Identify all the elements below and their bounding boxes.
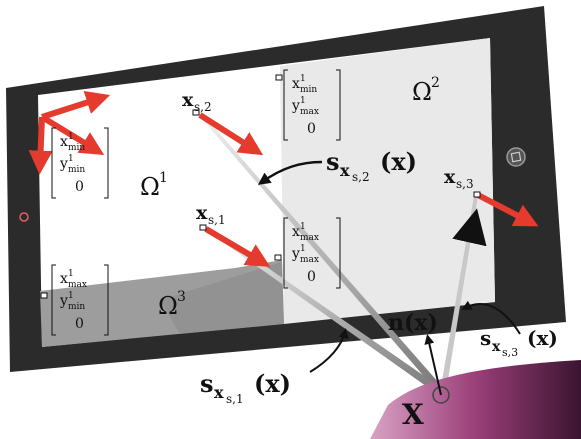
surface-point-label: X — [402, 398, 424, 431]
svg-text:max: max — [300, 107, 319, 117]
vector-min-max: x 1 min y 1 max 0 — [283, 69, 341, 141]
surface-point-marker — [432, 386, 450, 404]
svg-text:max: max — [300, 233, 319, 243]
svg-text:x: x — [182, 89, 194, 111]
svg-text:min: min — [68, 143, 85, 153]
svg-text:1: 1 — [300, 244, 306, 254]
svg-text:s,2: s,2 — [352, 170, 370, 184]
svg-text:3: 3 — [177, 289, 186, 305]
svg-text:n: n — [388, 310, 404, 336]
ray-s1 — [203, 225, 446, 396]
svg-text:x: x — [444, 166, 456, 188]
ray-label-s3: s x s,3 (x) — [480, 326, 558, 359]
svg-text:1: 1 — [68, 291, 74, 301]
svg-text:1: 1 — [68, 269, 74, 279]
svg-text:(x): (x) — [404, 310, 438, 336]
svg-text:x: x — [292, 76, 300, 92]
svg-text:x: x — [196, 202, 208, 224]
vector-max-min: x 1 max y 1 min 0 — [51, 264, 109, 336]
pointer-s2 — [257, 160, 323, 185]
svg-text:s,3: s,3 — [456, 177, 474, 191]
region-omega3-label: Ω 3 — [158, 289, 186, 320]
svg-text:0: 0 — [307, 121, 316, 137]
ray-label-s1: s x s,1 (x) — [200, 369, 291, 406]
svg-text:(x): (x) — [380, 147, 417, 176]
svg-text:0: 0 — [307, 269, 316, 285]
svg-text:min: min — [68, 302, 85, 312]
svg-text:1: 1 — [300, 74, 306, 84]
svg-text:y: y — [291, 246, 300, 262]
arrow-xs2 — [198, 112, 264, 156]
home-button-icon — [506, 147, 526, 167]
svg-text:s: s — [480, 326, 491, 350]
svg-text:(x): (x) — [254, 369, 291, 398]
normal-label: n (x) — [388, 310, 438, 336]
vector-max-max: x 1 max y 1 max 0 — [283, 217, 341, 289]
point-label-xs2: x s,2 — [182, 89, 212, 114]
point-markers — [40, 74, 481, 299]
svg-text:1: 1 — [68, 132, 74, 142]
normal-arrow — [424, 334, 442, 396]
region-omega2 — [280, 38, 495, 324]
svg-text:x: x — [492, 339, 501, 355]
svg-text:(x): (x) — [527, 326, 558, 350]
svg-text:y: y — [59, 156, 68, 172]
svg-text:Ω: Ω — [412, 78, 432, 106]
svg-text:max: max — [68, 280, 87, 290]
svg-text:min: min — [68, 165, 85, 175]
svg-text:x: x — [214, 383, 224, 402]
svg-text:1: 1 — [300, 222, 306, 232]
svg-text:s,1: s,1 — [226, 392, 244, 406]
svg-text:s,2: s,2 — [194, 100, 212, 114]
svg-text:0: 0 — [75, 179, 84, 195]
svg-text:x: x — [60, 134, 68, 150]
svg-text:s,1: s,1 — [208, 213, 226, 227]
camera-dot-icon — [19, 212, 29, 222]
pointer-s3 — [461, 300, 521, 335]
point-label-xs3: x s,3 — [444, 166, 474, 191]
svg-text:x: x — [292, 224, 300, 240]
svg-text:1: 1 — [300, 96, 306, 106]
svg-text:x: x — [340, 161, 350, 180]
origin-axes — [28, 90, 111, 175]
pointer-s1 — [309, 328, 349, 373]
svg-text:y: y — [59, 293, 68, 309]
point-label-xs1: x s,1 — [196, 202, 226, 227]
region-omega2-label: Ω 2 — [412, 75, 440, 106]
svg-text:0: 0 — [75, 316, 84, 332]
svg-text:x: x — [60, 271, 68, 287]
svg-text:Ω: Ω — [140, 173, 160, 201]
arrow-xs1 — [204, 226, 271, 267]
svg-text:y: y — [291, 98, 300, 114]
svg-text:max: max — [300, 255, 319, 265]
svg-text:s,3: s,3 — [502, 346, 518, 359]
ray-label-s2: s x s,2 (x) — [326, 147, 417, 184]
svg-text:1: 1 — [159, 170, 168, 186]
svg-text:1: 1 — [68, 154, 74, 164]
ray-s3-head — [452, 208, 487, 247]
vector-min-min: x 1 min y 1 min 0 — [51, 127, 109, 199]
region-omega3-shade — [160, 262, 284, 334]
surface-object — [370, 360, 581, 439]
svg-text:s: s — [200, 369, 214, 398]
region-omega1-label: Ω 1 — [140, 170, 168, 201]
svg-text:2: 2 — [431, 75, 440, 91]
svg-text:s: s — [326, 147, 340, 176]
svg-text:min: min — [300, 85, 317, 95]
arrow-xs3 — [476, 192, 539, 227]
svg-text:Ω: Ω — [158, 292, 178, 320]
